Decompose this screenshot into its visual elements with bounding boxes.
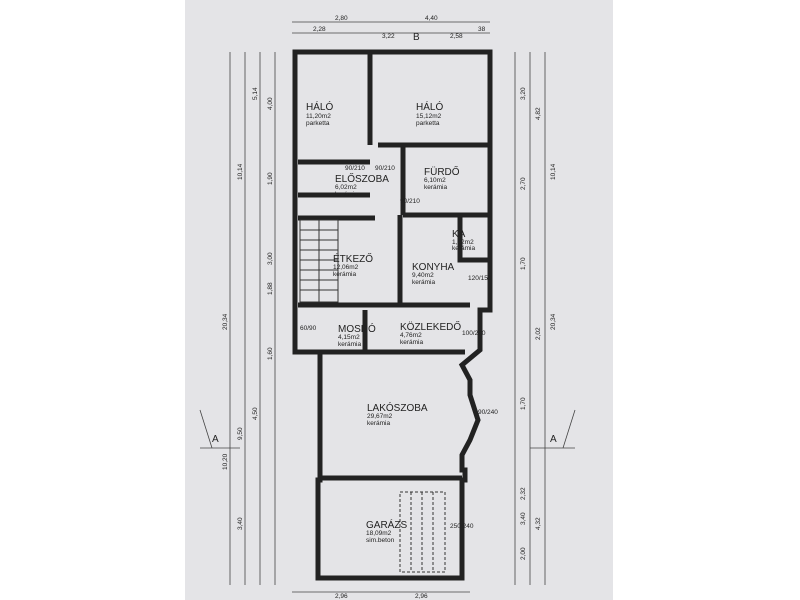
staircase <box>299 219 446 573</box>
room-halo-1: HÁLÓ 11,20m2 parketta <box>306 100 333 127</box>
dimension-left: 4,00 5,14 10,14 1,90 3,00 1,88 20,34 1,60 4,50 9,… <box>222 87 274 530</box>
svg-text:15,12m2: 15,12m2 <box>416 113 442 120</box>
svg-text:38: 38 <box>478 26 486 33</box>
svg-text:KONYHA: KONYHA <box>412 262 455 273</box>
svg-text:parketta: parketta <box>306 120 330 127</box>
svg-text:60/90: 60/90 <box>300 325 317 332</box>
dimension-label: 1,60 <box>267 347 274 360</box>
room-furdo: FÜRDŐ 6,10m2 kerámia <box>424 164 460 191</box>
dimension-label: 4,32 <box>535 517 542 530</box>
room-lakoszoba: LAKÓSZOBA 29,67m2 kerámia <box>367 401 428 427</box>
section-mark-right: A <box>530 409 576 449</box>
svg-text:kerámia: kerámia <box>452 245 476 252</box>
dimension-label: 10,14 <box>237 163 244 180</box>
svg-text:kerámia: kerámia <box>400 339 424 346</box>
dimension-label: 1,70 <box>520 397 527 410</box>
dimension-label: 20,34 <box>550 313 557 330</box>
svg-text:4,76m2: 4,76m2 <box>400 332 422 339</box>
svg-text:A: A <box>212 434 219 445</box>
svg-text:2,96: 2,96 <box>415 593 428 600</box>
svg-text:18,09m2: 18,09m2 <box>366 530 392 537</box>
svg-text:HÁLÓ: HÁLÓ <box>416 100 443 113</box>
dimension-right: 3,20 4,82 10,14 2,70 1,70 2,02 20,34 1,70 2,32 4,… <box>520 87 557 560</box>
dimension-label: 2,32 <box>520 487 527 500</box>
svg-text:KA: KA <box>452 229 466 240</box>
svg-text:kerámia: kerámia <box>412 279 436 286</box>
dimension-top: 2,80 4,40 2,28 3,22 2,58 38 B <box>313 15 486 43</box>
svg-text:kerámia: kerámia <box>335 191 359 198</box>
dimension-label: 10,20 <box>222 453 229 470</box>
svg-text:sim.beton: sim.beton <box>366 537 395 544</box>
section-mark-left: A <box>199 409 240 449</box>
svg-text:100/240: 100/240 <box>462 330 486 337</box>
svg-text:kerámia: kerámia <box>333 271 357 278</box>
svg-text:kerámia: kerámia <box>367 420 391 427</box>
room-garazs: GARÁZS 18,09m2 sim.beton <box>366 518 407 544</box>
dimension-label: 3,00 <box>267 252 274 265</box>
svg-text:4,15m2: 4,15m2 <box>338 334 360 341</box>
svg-text:MOSDÓ: MOSDÓ <box>338 322 376 335</box>
room-kamra: KA 1,42m2 kerámia <box>452 229 476 252</box>
dimension-label: 2,02 <box>535 327 542 340</box>
dimension-label: 2,70 <box>520 177 527 190</box>
dimension-label: 2,00 <box>520 547 527 560</box>
svg-text:2,80: 2,80 <box>335 15 348 22</box>
svg-text:120/150: 120/150 <box>468 275 492 282</box>
svg-text:90/210: 90/210 <box>345 165 365 172</box>
svg-text:kerámia: kerámia <box>424 184 448 191</box>
svg-text:kerámia: kerámia <box>338 341 362 348</box>
svg-text:B: B <box>413 32 420 43</box>
room-kozlekedo: KÖZLEKEDŐ 4,76m2 kerámia <box>400 319 461 346</box>
room-halo-2: HÁLÓ 15,12m2 parketta <box>416 100 443 127</box>
svg-text:11,20m2: 11,20m2 <box>306 113 331 120</box>
svg-text:250/240: 250/240 <box>450 523 474 530</box>
svg-text:29,67m2: 29,67m2 <box>367 413 393 420</box>
svg-text:FÜRDŐ: FÜRDŐ <box>424 164 460 178</box>
dimension-bottom: 2,96 2,96 <box>335 593 428 600</box>
dimension-label: 20,34 <box>222 313 229 330</box>
dimension-label: 1,90 <box>267 172 274 185</box>
dimension-label: 3,40 <box>237 517 244 530</box>
svg-text:1,42m2: 1,42m2 <box>452 239 474 246</box>
svg-text:A: A <box>550 434 557 445</box>
opening-labels: 90/210 90/210 90/210 100/240 120/150 60/… <box>300 165 498 530</box>
svg-text:90/210: 90/210 <box>400 198 420 205</box>
svg-text:ELŐSZOBA: ELŐSZOBA <box>335 171 389 185</box>
svg-text:3,22: 3,22 <box>382 33 395 40</box>
svg-text:KÖZLEKEDŐ: KÖZLEKEDŐ <box>400 319 461 333</box>
dimension-label: 9,50 <box>237 427 244 440</box>
svg-text:2,96: 2,96 <box>335 593 348 600</box>
svg-text:6,10m2: 6,10m2 <box>424 177 446 184</box>
room-eloszoba: ELŐSZOBA 6,02m2 kerámia <box>335 171 389 198</box>
room-konyha: KONYHA 9,40m2 kerámia <box>412 262 455 286</box>
svg-text:12,06m2: 12,06m2 <box>333 264 359 271</box>
walls <box>292 49 493 581</box>
dimension-label: 5,14 <box>252 87 259 100</box>
svg-text:parketta: parketta <box>416 120 440 127</box>
svg-text:90/240: 90/240 <box>478 409 498 416</box>
svg-text:6,02m2: 6,02m2 <box>335 184 357 191</box>
dimension-label: 3,20 <box>520 87 527 100</box>
dimension-label: 4,00 <box>267 97 274 110</box>
dimension-label: 4,82 <box>535 107 542 120</box>
dimension-label: 3,40 <box>520 512 527 525</box>
svg-text:ÉTKEZŐ: ÉTKEZŐ <box>333 251 373 265</box>
svg-text:90/210: 90/210 <box>375 165 395 172</box>
dimension-label: 1,70 <box>520 257 527 270</box>
svg-text:LAKÓSZOBA: LAKÓSZOBA <box>367 401 428 414</box>
svg-text:HÁLÓ: HÁLÓ <box>306 100 333 113</box>
svg-text:4,40: 4,40 <box>425 15 438 22</box>
svg-text:GARÁZS: GARÁZS <box>366 518 407 531</box>
dimension-label: 4,50 <box>252 407 259 420</box>
dimension-label: 10,14 <box>550 163 557 180</box>
svg-text:2,28: 2,28 <box>313 26 326 33</box>
dimension-label: 1,88 <box>267 282 274 295</box>
room-etkezo: ÉTKEZŐ 12,06m2 kerámia <box>333 251 373 278</box>
room-mosdo: MOSDÓ 4,15m2 kerámia <box>338 322 376 348</box>
dimension-lines <box>229 21 546 593</box>
svg-text:9,40m2: 9,40m2 <box>412 272 434 279</box>
svg-text:2,58: 2,58 <box>450 33 463 40</box>
